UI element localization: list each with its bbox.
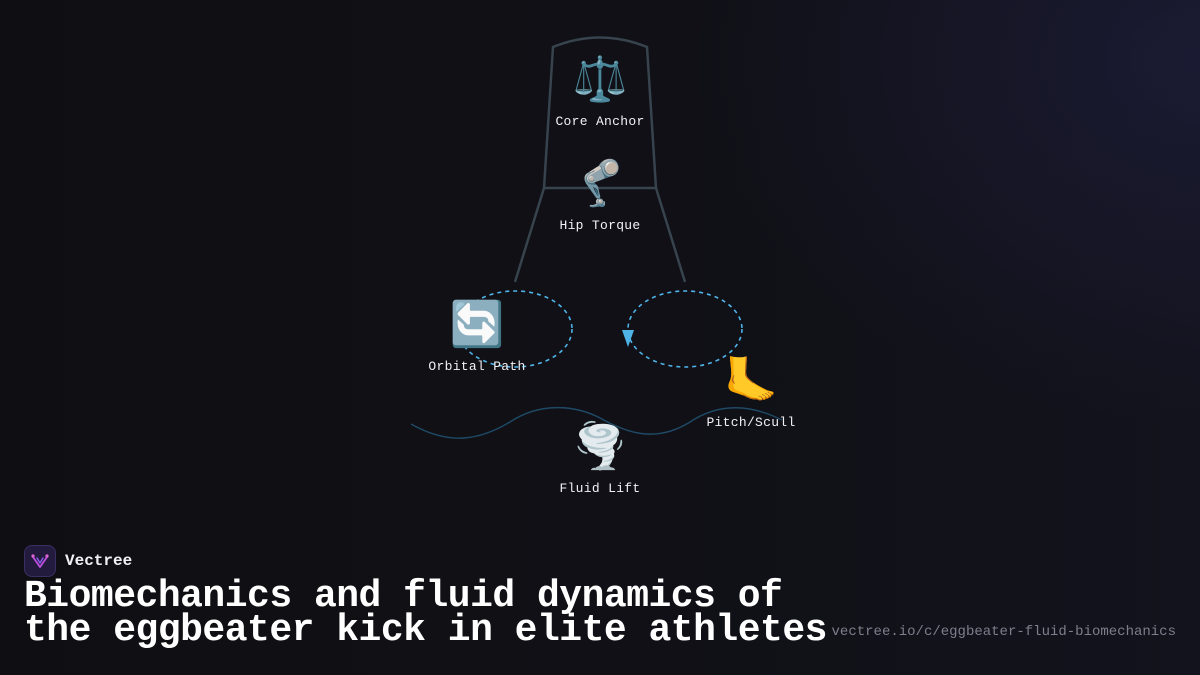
page-title: Biomechanics and fluid dynamics of the e… bbox=[24, 575, 827, 652]
source-url[interactable]: vectree.io/c/eggbeater-fluid-biomechanic… bbox=[831, 624, 1176, 640]
brand[interactable]: Vectree bbox=[24, 544, 132, 578]
node-pitch-scull: 🦶 Pitch/Scull bbox=[671, 355, 831, 430]
vectree-logo-icon bbox=[24, 545, 56, 577]
node-label: Pitch/Scull bbox=[706, 415, 796, 430]
title-line-1: Biomechanics and fluid dynamics of bbox=[24, 575, 783, 618]
left-orbit-path bbox=[457, 290, 573, 368]
node-label: Orbital Path bbox=[428, 359, 526, 374]
node-hip-torque: 🦿 Hip Torque bbox=[520, 158, 680, 233]
title-line-2: the eggbeater kick in elite athletes bbox=[24, 609, 827, 652]
right-orbit-path bbox=[627, 290, 743, 368]
node-core-anchor: ⚖️ Core Anchor bbox=[520, 54, 680, 129]
rotate-arrows-icon: 🔄 bbox=[449, 299, 505, 350]
water-wave bbox=[410, 406, 783, 439]
right-orbit-arrow bbox=[622, 330, 634, 347]
mechanical-leg-icon: 🦿 bbox=[572, 158, 628, 209]
right-thigh-line bbox=[654, 187, 687, 283]
left-thigh-line bbox=[513, 187, 546, 283]
left-orbit-arrow bbox=[457, 325, 469, 340]
node-fluid-lift: 🌪️ Fluid Lift bbox=[520, 421, 680, 496]
node-orbital-path: 🔄 Orbital Path bbox=[397, 299, 557, 374]
foot-icon: 🦶 bbox=[723, 355, 779, 406]
node-label: Core Anchor bbox=[555, 114, 645, 129]
node-label: Fluid Lift bbox=[559, 481, 641, 496]
tornado-icon: 🌪️ bbox=[572, 421, 628, 472]
brand-name: Vectree bbox=[65, 552, 133, 570]
torso-outline bbox=[542, 36, 658, 190]
balance-scale-icon: ⚖️ bbox=[572, 54, 628, 105]
node-label: Hip Torque bbox=[559, 218, 641, 233]
